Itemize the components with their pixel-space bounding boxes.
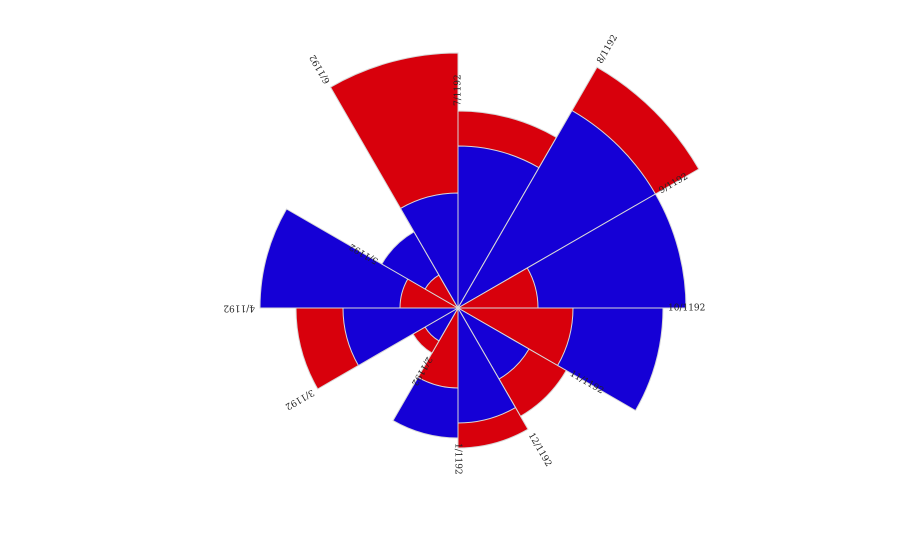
sector-12-1192-series-1 xyxy=(457,306,517,424)
sector-8-1192-series-1 xyxy=(456,109,657,310)
chart-sectors xyxy=(259,52,700,449)
category-label-8-1192: 8/1192 xyxy=(596,33,620,65)
category-label-4-1192: 4/1192 xyxy=(223,303,255,313)
category-label-12-1192: 12/1192 xyxy=(526,431,553,468)
category-label-7-1192: 7/1192 xyxy=(454,74,464,106)
category-label-6-1192: 6/1192 xyxy=(308,53,332,85)
category-label-1-1192: 1/1192 xyxy=(453,443,463,475)
category-label-10-1192: 10/1192 xyxy=(668,304,705,314)
category-label-3-1192: 3/1192 xyxy=(283,387,315,411)
